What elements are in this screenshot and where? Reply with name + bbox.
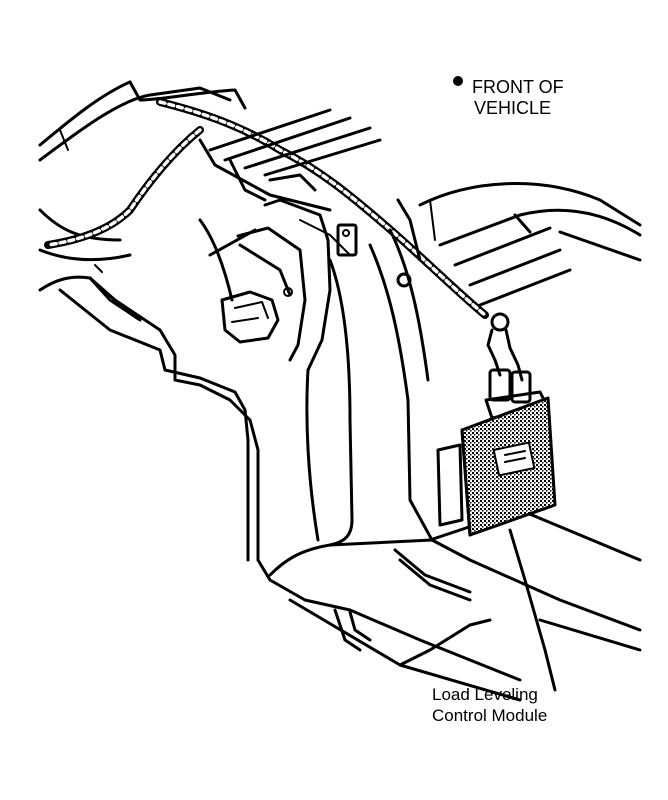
left-quarter-panel bbox=[38, 80, 260, 562]
package-shelf bbox=[198, 108, 382, 212]
front-label-line1: FRONT OF bbox=[472, 77, 564, 97]
control-module bbox=[436, 396, 557, 537]
front-label-line2: VEHICLE bbox=[474, 98, 551, 118]
front-direction-dot-icon bbox=[453, 76, 463, 86]
module-label-line2: Control Module bbox=[432, 706, 547, 725]
front-direction-indicator: FRONT OF VEHICLE bbox=[453, 76, 564, 118]
upper-wire-harness bbox=[44, 98, 489, 319]
module-label-line1: Load Leveling bbox=[432, 685, 538, 704]
side-bracket bbox=[220, 290, 280, 344]
right-rear-deck bbox=[418, 182, 642, 307]
wheelhouse bbox=[305, 198, 436, 547]
module-callout: Load Leveling Control Module bbox=[432, 685, 547, 725]
module-leader-line bbox=[508, 528, 557, 692]
trunk-floor bbox=[256, 508, 642, 702]
center-pillar bbox=[198, 198, 358, 372]
